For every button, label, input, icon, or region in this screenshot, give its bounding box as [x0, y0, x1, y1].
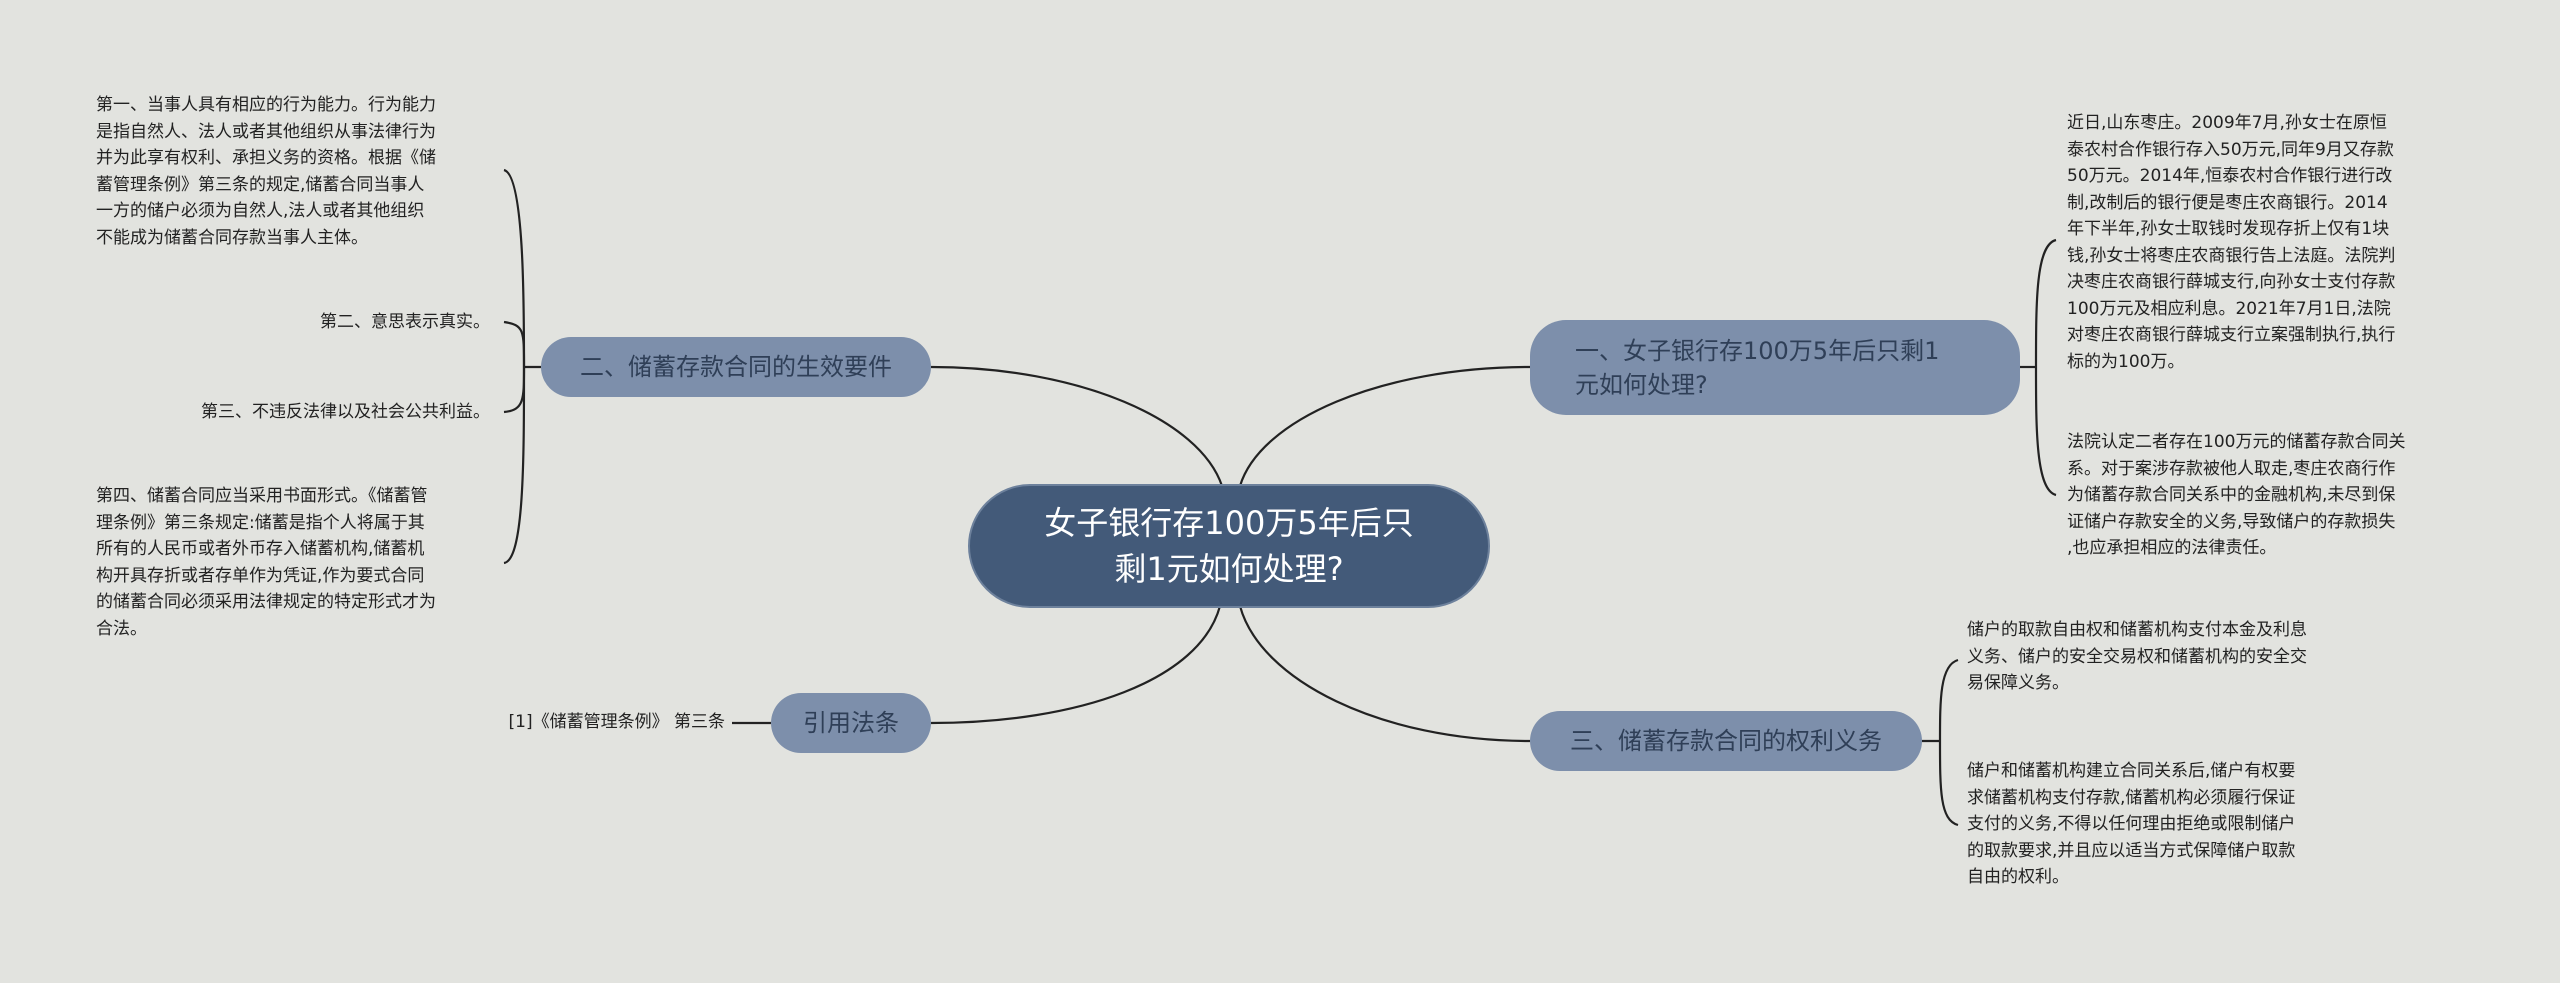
leaf-court-finding: 法院认定二者存在100万元的储蓄存款合同关 系。对于案涉存款被他人取走,枣庄农商…	[2067, 432, 2406, 558]
leaf-withdrawal-rights: 储户的取款自由权和储蓄机构支付本金及利息 义务、储户的安全交易权和储蓄机构的安全…	[1967, 620, 2307, 693]
leaf-payment-obligation: 储户和储蓄机构建立合同关系后,储户有权要 求储蓄机构支付存款,储蓄机构必须履行保…	[1967, 761, 2296, 887]
leaf-true-intent: 第二、意思表示真实。	[320, 312, 490, 332]
root-topic[interactable]: 女子银行存100万5年后只 剩1元如何处理?	[968, 484, 1490, 608]
branch-citation-label: 引用法条	[803, 709, 899, 737]
branch-how-to-handle-label: 一、女子银行存100万5年后只剩1 元如何处理?	[1575, 336, 1940, 399]
leaf-written-form: 第四、储蓄合同应当采用书面形式。《储蓄管 理条例》第三条规定:储蓄是指个人将属于…	[96, 486, 436, 639]
connector-left1-leaf4	[503, 366, 526, 565]
connector-right3-leaf1	[1938, 658, 1959, 742]
branch-citation[interactable]: 引用法条	[771, 693, 931, 753]
branch-how-to-handle[interactable]: 一、女子银行存100万5年后只剩1 元如何处理?	[1530, 320, 2020, 415]
connector-right3-leaf2	[1938, 740, 1959, 827]
connector-root-right3	[1238, 605, 1531, 743]
leaf-capacity: 第一、当事人具有相应的行为能力。行为能力 是指自然人、法人或者其他组织从事法律行…	[96, 95, 436, 248]
connector-right1-leaf2	[2034, 366, 2057, 497]
leaf-lawful: 第三、不违反法律以及社会公共利益。	[201, 402, 490, 422]
root-topic-label: 女子银行存100万5年后只 剩1元如何处理?	[1044, 504, 1414, 588]
branch-effect-requirements[interactable]: 二、储蓄存款合同的生效要件	[541, 337, 931, 397]
branch-rights-obligations[interactable]: 三、储蓄存款合同的权利义务	[1530, 711, 1922, 771]
connector-root-left2	[930, 605, 1222, 725]
connector-root-right1	[1238, 365, 1531, 487]
connector-right1-leaf1	[2034, 238, 2057, 368]
connector-root-left1	[930, 365, 1224, 487]
leaf-case-facts: 近日,山东枣庄。2009年7月,孙女士在原恒 泰农村合作银行存入50万元,同年9…	[2067, 113, 2396, 372]
branch-effect-requirements-label: 二、储蓄存款合同的生效要件	[580, 353, 892, 381]
connector-left1-leaf3	[503, 366, 526, 414]
branch-rights-obligations-label: 三、储蓄存款合同的权利义务	[1570, 727, 1882, 755]
connector-left1-leaf1	[503, 168, 526, 368]
connector-left1-leaf2	[503, 320, 526, 368]
leaf-citation: [1]《储蓄管理条例》 第三条	[508, 712, 725, 732]
